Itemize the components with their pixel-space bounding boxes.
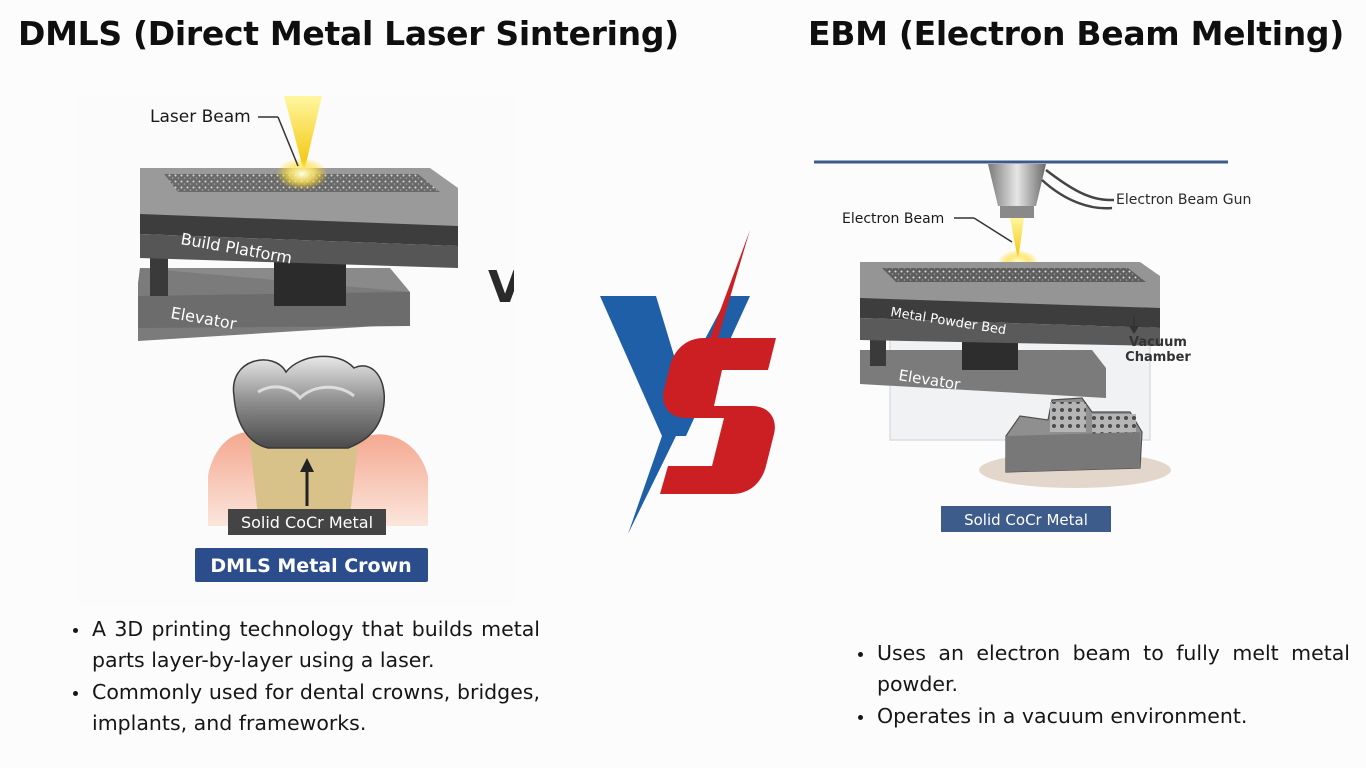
label-solid-metal-box	[228, 509, 386, 535]
svg-text:V: V	[488, 262, 514, 313]
crown-banner-text: DMLS Metal Crown	[210, 555, 411, 577]
versus-logo	[600, 230, 776, 534]
dmls-title: DMLS (Direct Metal Laser Sintering)	[18, 14, 679, 53]
metal-crown	[232, 355, 386, 449]
list-item: Commonly used for dental crowns, bridges…	[90, 677, 540, 738]
dmls-bullet-list: A 3D printing technology that builds met…	[58, 614, 540, 740]
list-item: Uses an electron beam to fully melt meta…	[875, 638, 1350, 699]
electron-gun	[988, 164, 1046, 206]
vs-letter-s	[660, 338, 776, 494]
crown-banner	[195, 548, 428, 582]
label-vacuum-line2: Chamber	[1125, 350, 1191, 365]
dmls-illustration: Laser Beam Build Platform Elevator V Sol…	[78, 96, 522, 606]
list-item: A 3D printing technology that builds met…	[90, 614, 540, 675]
label-solid-metal: Solid CoCr Metal	[964, 511, 1088, 529]
laser-beam	[284, 96, 322, 172]
vs-slash-top	[710, 230, 750, 338]
label-vacuum-line1: Vacuum	[1129, 335, 1187, 350]
vs-slash-bottom	[628, 436, 676, 534]
elevator-plate	[860, 350, 1106, 398]
ebm-diagram: Electron Beam Gun Electron Beam Metal Po…	[814, 160, 1251, 532]
label-laser-beam: Laser Beam	[150, 107, 251, 127]
dmls-diagram: Laser Beam Build Platform Elevator V Sol…	[138, 96, 522, 582]
ebm-bullet-list: Uses an electron beam to fully melt meta…	[843, 638, 1350, 734]
label-electron-beam-gun: Electron Beam Gun	[1116, 192, 1251, 208]
list-item: Operates in a vacuum environment.	[875, 701, 1350, 732]
piston	[274, 256, 346, 306]
ebm-illustration: Electron Beam Gun Electron Beam Metal Po…	[810, 150, 1260, 545]
arrow-down-icon	[1129, 326, 1139, 334]
label-electron-beam: Electron Beam	[842, 211, 944, 227]
label-solid-metal-box	[941, 506, 1111, 532]
electron-beam	[1010, 218, 1024, 260]
metal-powder-bed	[882, 268, 1146, 282]
label-solid-metal: Solid CoCr Metal	[241, 513, 373, 532]
ebm-title: EBM (Electron Beam Melting)	[808, 14, 1344, 53]
